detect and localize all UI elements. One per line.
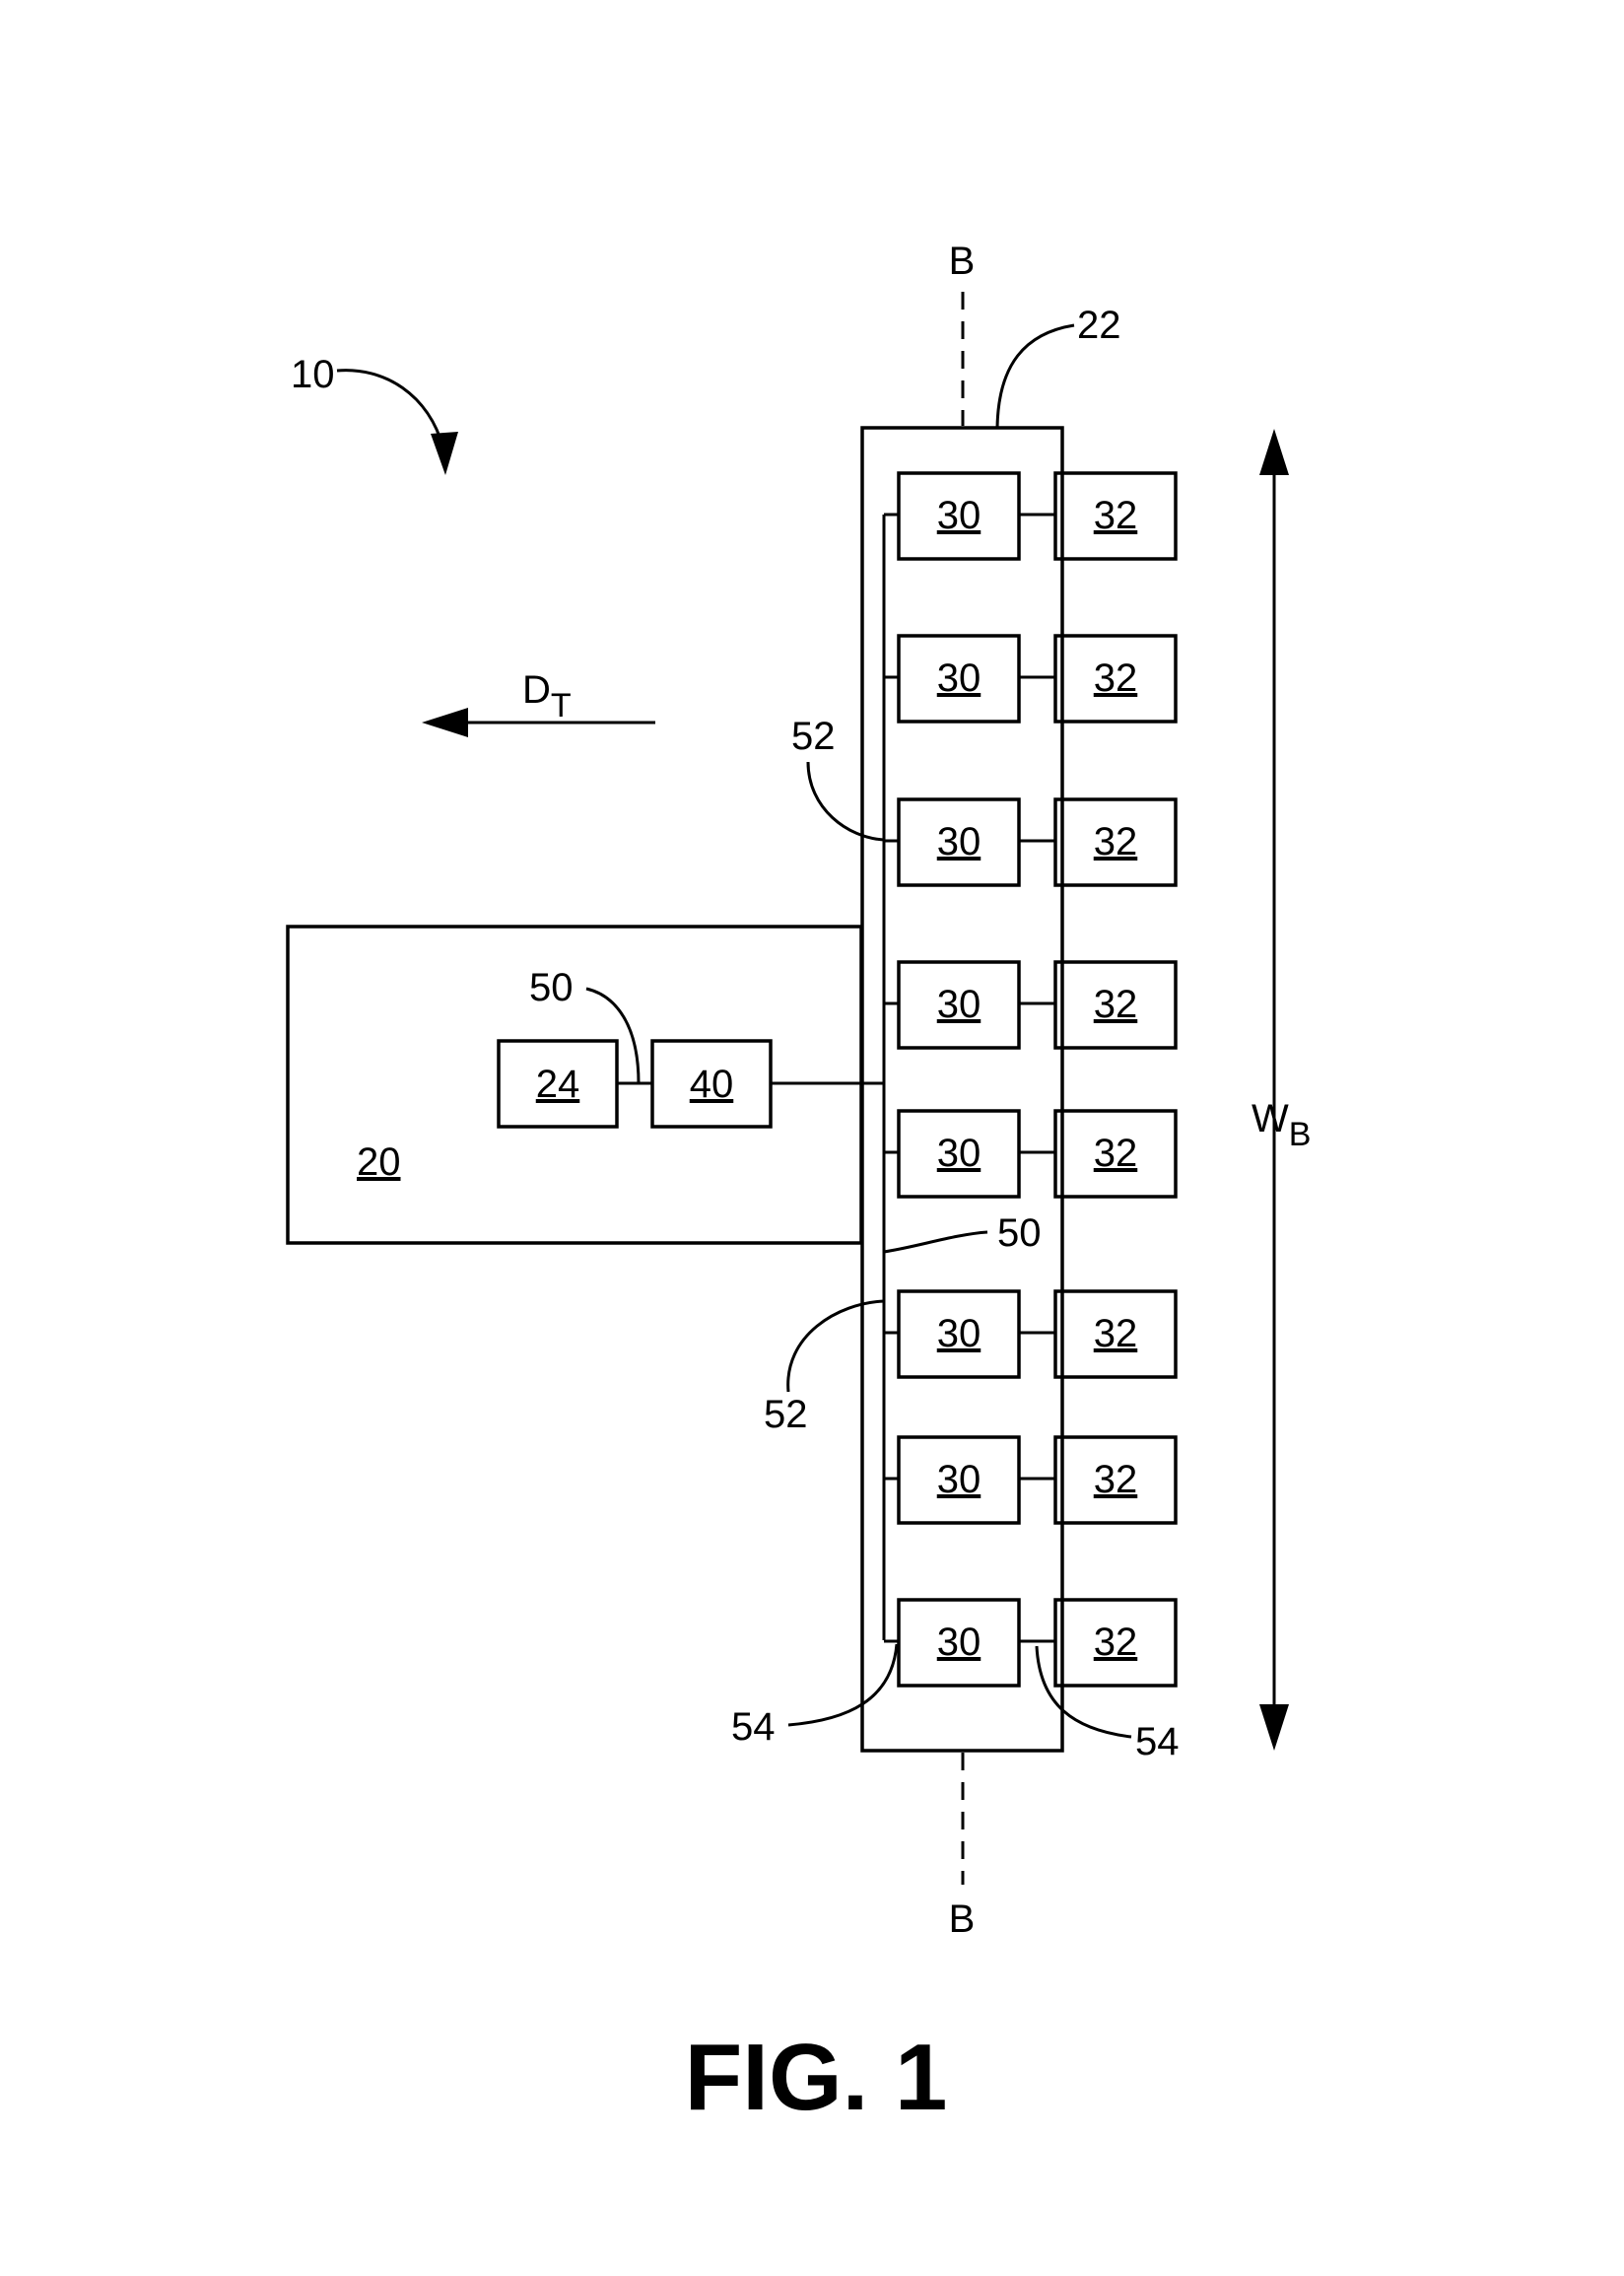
- light-unit-label: 30: [937, 1132, 981, 1175]
- direction-label: DT: [522, 668, 572, 724]
- wire-leader-mid: [883, 1230, 988, 1254]
- branch-leader-mid: [786, 1299, 885, 1393]
- light-unit-label: 30: [937, 1621, 981, 1664]
- lens-unit-box: [1053, 1289, 1178, 1379]
- lens-unit-label: 32: [1094, 820, 1138, 863]
- lens-unit-label: 32: [1094, 1312, 1138, 1355]
- lens-unit-box: [1053, 797, 1178, 887]
- controller-label: 20: [357, 1140, 401, 1184]
- light-unit-label: 30: [937, 1312, 981, 1355]
- light-bar: [860, 426, 1064, 1753]
- lens-unit-label: 32: [1094, 983, 1138, 1026]
- system-leader: [336, 369, 445, 449]
- wire-label-top: 50: [529, 966, 574, 1009]
- lens-unit-box: [1053, 471, 1178, 561]
- end-leader-right: [1035, 1645, 1132, 1739]
- power-source-label: 24: [536, 1063, 580, 1106]
- unit-rows: 30 32 30 32 30 32 30 32 30 32 30 32 30 32 30 32: [884, 471, 1178, 1688]
- width-arrowhead-top-icon: [1259, 429, 1289, 475]
- lens-unit-box: [1053, 1598, 1178, 1688]
- system-label: 10: [291, 353, 335, 396]
- lens-unit-box: [1053, 1109, 1178, 1199]
- lens-unit-label: 32: [1094, 1458, 1138, 1501]
- width-arrowhead-bottom-icon: [1259, 1704, 1289, 1751]
- light-unit-label: 30: [937, 983, 981, 1026]
- lens-unit-label: 32: [1094, 1132, 1138, 1175]
- light-unit-label: 30: [937, 494, 981, 537]
- axis-label-top: B: [949, 240, 976, 283]
- lens-unit-box: [1053, 960, 1178, 1050]
- light-unit-label: 30: [937, 656, 981, 700]
- wire-label-mid: 50: [997, 1211, 1042, 1255]
- lens-unit-box: [1053, 634, 1178, 724]
- branch-label-top: 52: [791, 715, 836, 758]
- figure-caption: FIG. 1: [685, 2025, 948, 2130]
- relay-label: 40: [690, 1063, 734, 1106]
- end-leader-left: [787, 1643, 899, 1727]
- end-label-left: 54: [731, 1705, 776, 1749]
- wire-leader-top: [585, 987, 641, 1084]
- lens-unit-label: 32: [1094, 494, 1138, 537]
- branch-leader-top: [806, 761, 885, 842]
- light-unit-label: 30: [937, 1458, 981, 1501]
- light-unit-label: 30: [937, 820, 981, 863]
- branch-label-mid: 52: [764, 1393, 808, 1436]
- direction-arrowhead-icon: [422, 708, 468, 737]
- light-bar-leader: [995, 323, 1075, 429]
- lens-unit-box: [1053, 1435, 1178, 1525]
- end-label-right: 54: [1135, 1720, 1180, 1763]
- system-arrowhead-icon: [431, 432, 458, 475]
- lens-unit-label: 32: [1094, 1621, 1138, 1664]
- lens-unit-label: 32: [1094, 656, 1138, 700]
- width-label: WB: [1252, 1097, 1311, 1153]
- light-bar-label: 22: [1077, 304, 1121, 347]
- axis-label-bottom: B: [949, 1897, 976, 1941]
